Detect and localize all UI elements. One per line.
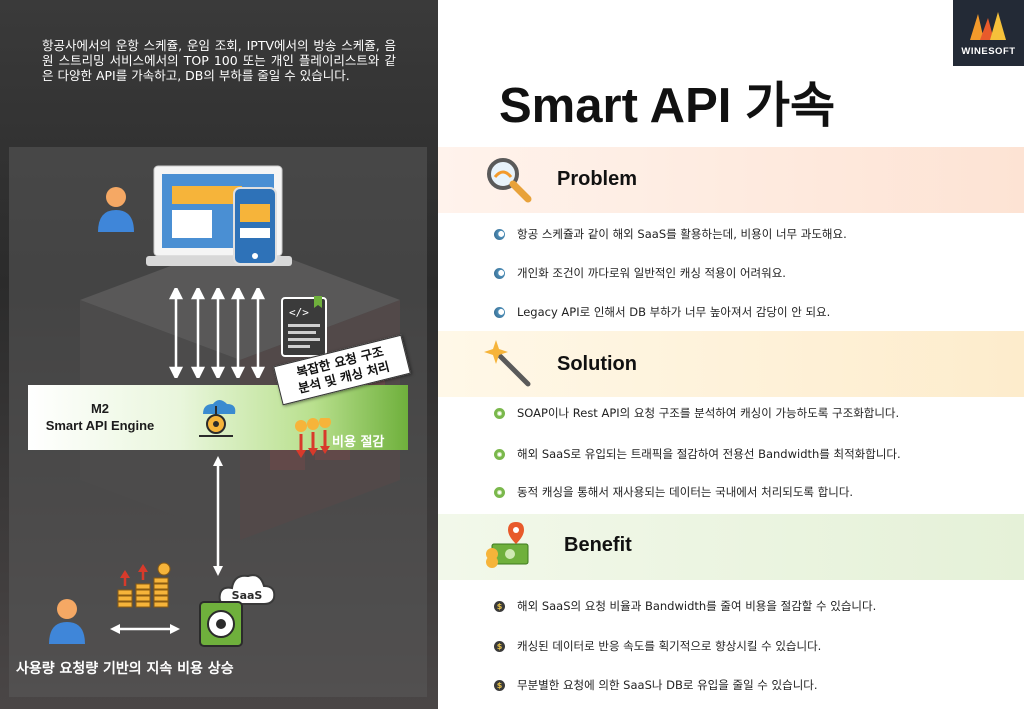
intro-text: 항공사에서의 운항 스케쥴, 운임 조회, IPTV에서의 방송 스케쥴, 음원…: [42, 38, 396, 83]
benefit-item: $ 무분별한 요청에 의한 SaaS나 DB로 유입을 줄일 수 있습니다.: [494, 677, 818, 693]
server-disk-icon: [199, 601, 243, 647]
solution-item: 해외 SaaS로 유입되는 트래픽을 절감하여 전용선 Bandwidth를 최…: [494, 446, 901, 462]
svg-text:</>: </>: [289, 306, 309, 319]
benefit-item: $ 캐싱된 데이터로 반응 속도를 획기적으로 향상시킬 수 있습니다.: [494, 638, 821, 654]
user-icon: [49, 599, 85, 644]
benefit-item-text: 해외 SaaS의 요청 비율과 Bandwidth를 줄여 비용을 절감할 수 …: [517, 599, 877, 613]
moon-bullet-icon: [494, 228, 505, 240]
left-panel: 항공사에서의 운항 스케쥴, 운임 조회, IPTV에서의 방송 스케쥴, 음원…: [0, 0, 438, 709]
cost-down-coins-icon: [295, 418, 331, 458]
problem-item-text: 개인화 조건이 까다로워 일반적인 캐싱 적용이 어려워요.: [517, 266, 786, 280]
tablet-icon: [233, 187, 277, 265]
solution-item-text: 동적 캐싱을 통해서 재사용되는 데이터는 국내에서 처리되도록 합니다.: [517, 485, 854, 499]
magnifier-icon: [487, 158, 532, 203]
saas-cloud-icon: SaaS: [218, 574, 276, 605]
saas-label: SaaS: [232, 589, 263, 602]
engine-saas-arrow: [213, 456, 223, 576]
magic-wand-icon: [484, 340, 531, 387]
solution-item: 동적 캐싱을 통해서 재사용되는 데이터는 국내에서 처리되도록 합니다.: [494, 484, 853, 500]
engine-title-line2: Smart API Engine: [45, 418, 155, 433]
coin-stack-icon: [117, 562, 171, 608]
user-saas-arrow: [110, 624, 180, 634]
problem-title: Problem: [557, 168, 638, 190]
money-pin-icon: [486, 522, 529, 568]
problem-item-text: 항공 스케쥴과 같이 해외 SaaS를 활용하는데, 비용이 너무 과도해요.: [517, 227, 847, 241]
dollar-icon: $: [494, 600, 505, 612]
solution-title: Solution: [557, 353, 637, 375]
problem-item-text: Legacy API로 인해서 DB 부하가 너무 높아져서 감당이 안 되요.: [517, 305, 831, 319]
solution-item-text: 해외 SaaS로 유입되는 트래픽을 절감하여 전용선 Bandwidth를 최…: [517, 447, 901, 461]
cost-saving-label: 비용 절감: [332, 435, 385, 450]
winesoft-logo: WINESOFT: [953, 0, 1024, 66]
winesoft-logo-mark: [970, 12, 1006, 40]
benefit-section-header: [438, 514, 1024, 580]
benefit-item-text: 캐싱된 데이터로 반응 속도를 획기적으로 향상시킬 수 있습니다.: [517, 639, 822, 653]
ring-bullet-icon: [494, 407, 505, 419]
problem-item: Legacy API로 인해서 DB 부하가 너무 높아져서 감당이 안 되요.: [494, 304, 830, 320]
dollar-icon: $: [494, 640, 505, 652]
engine-title: M2 Smart API Engine: [30, 400, 170, 434]
problem-section-header: [438, 147, 1024, 213]
benefit-item-text: 무분별한 요청에 의한 SaaS나 DB로 유입을 줄일 수 있습니다.: [517, 678, 818, 692]
ring-bullet-icon: [494, 486, 505, 498]
problem-item: 항공 스케쥴과 같이 해외 SaaS를 활용하는데, 비용이 너무 과도해요.: [494, 226, 847, 242]
cloud-gear-icon: [199, 400, 236, 437]
solution-section-header: [438, 331, 1024, 397]
engine-title-line1: M2: [90, 401, 110, 416]
code-document-icon: </>: [281, 296, 327, 357]
dollar-icon: $: [494, 679, 505, 691]
benefit-item: $ 해외 SaaS의 요청 비율과 Bandwidth를 줄여 비용을 절감할 …: [494, 598, 876, 614]
moon-bullet-icon: [494, 306, 505, 318]
benefit-title: Benefit: [564, 534, 632, 556]
user-icon: [98, 187, 134, 232]
page-title: Smart API 가속: [499, 79, 836, 133]
continuous-cost-rise-label: 사용량 요청량 기반의 지속 비용 상승: [16, 661, 234, 677]
logo-text: WINESOFT: [961, 46, 1016, 57]
ring-bullet-icon: [494, 448, 505, 460]
problem-item: 개인화 조건이 까다로워 일반적인 캐싱 적용이 어려워요.: [494, 265, 786, 281]
traffic-arrows: [168, 288, 266, 378]
solution-item: SOAP이나 Rest API의 요청 구조를 분석하여 캐싱이 가능하도록 구…: [494, 405, 899, 421]
moon-bullet-icon: [494, 267, 505, 279]
solution-item-text: SOAP이나 Rest API의 요청 구조를 분석하여 캐싱이 가능하도록 구…: [517, 406, 900, 420]
